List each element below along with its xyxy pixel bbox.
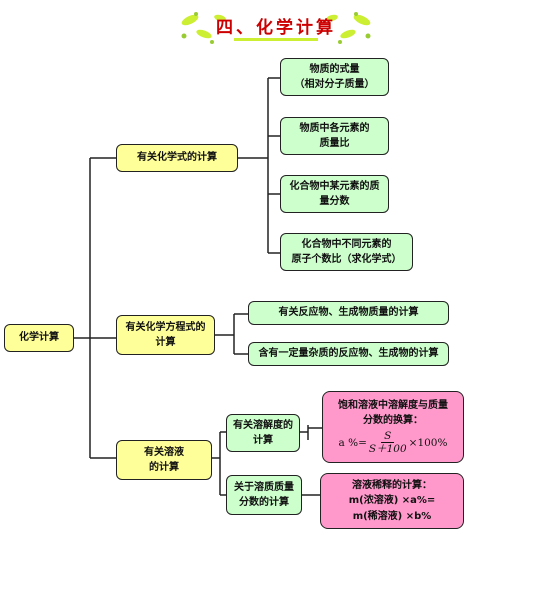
- leaf-mass-fraction-calculation: 关于溶质质量 分数的计算: [226, 475, 302, 515]
- title-banner-decoration: [181, 12, 371, 44]
- formula-numerator: S: [381, 430, 395, 444]
- branch-solution-calculation: 有关溶液 的计算: [116, 440, 212, 480]
- detail-dilution-calculation: 溶液稀释的计算： m(浓溶液) ×a%= m(稀溶液) ×b%: [320, 473, 464, 529]
- leaf-impure-reactant-product: 含有一定量杂质的反应物、生成物的计算: [248, 342, 449, 366]
- branch-equation-calculation: 有关化学方程式的 计算: [116, 315, 215, 355]
- formula-prefix: a %=: [338, 437, 367, 450]
- formula-denominator: S＋100: [368, 443, 407, 456]
- page-title: 四、化学计算: [216, 17, 336, 38]
- leaf-atom-count-ratio: 化合物中不同元素的 原子个数比（求化学式）: [280, 233, 413, 271]
- detail-dilution-line1: m(浓溶液) ×a%=: [348, 495, 436, 507]
- formula-fraction: S S＋100: [368, 430, 407, 456]
- leaf-formula-weight: 物质的式量 （相对分子质量）: [280, 58, 389, 96]
- leaf-element-mass-ratio: 物质中各元素的 质量比: [280, 117, 389, 155]
- leaf-reactant-product-mass: 有关反应物、生成物质量的计算: [248, 301, 449, 325]
- branch-formula-calculation: 有关化学式的计算: [116, 144, 238, 172]
- detail-dilution-line2: m(稀溶液) ×b%: [352, 510, 432, 522]
- leaf-element-mass-fraction: 化合物中某元素的质 量分数: [280, 175, 389, 213]
- solubility-formula: a %= S S＋100 ×100%: [338, 430, 448, 456]
- detail-solubility-heading: 饱和溶液中溶解度与质量 分数的换算：: [338, 399, 448, 427]
- formula-suffix: ×100%: [408, 437, 448, 450]
- detail-solubility-conversion: 饱和溶液中溶解度与质量 分数的换算： a %= S S＋100 ×100%: [322, 391, 464, 463]
- root-node: 化学计算: [4, 324, 74, 352]
- leaf-solubility-calculation: 有关溶解度的 计算: [226, 414, 300, 452]
- detail-dilution-heading: 溶液稀释的计算：: [351, 479, 432, 491]
